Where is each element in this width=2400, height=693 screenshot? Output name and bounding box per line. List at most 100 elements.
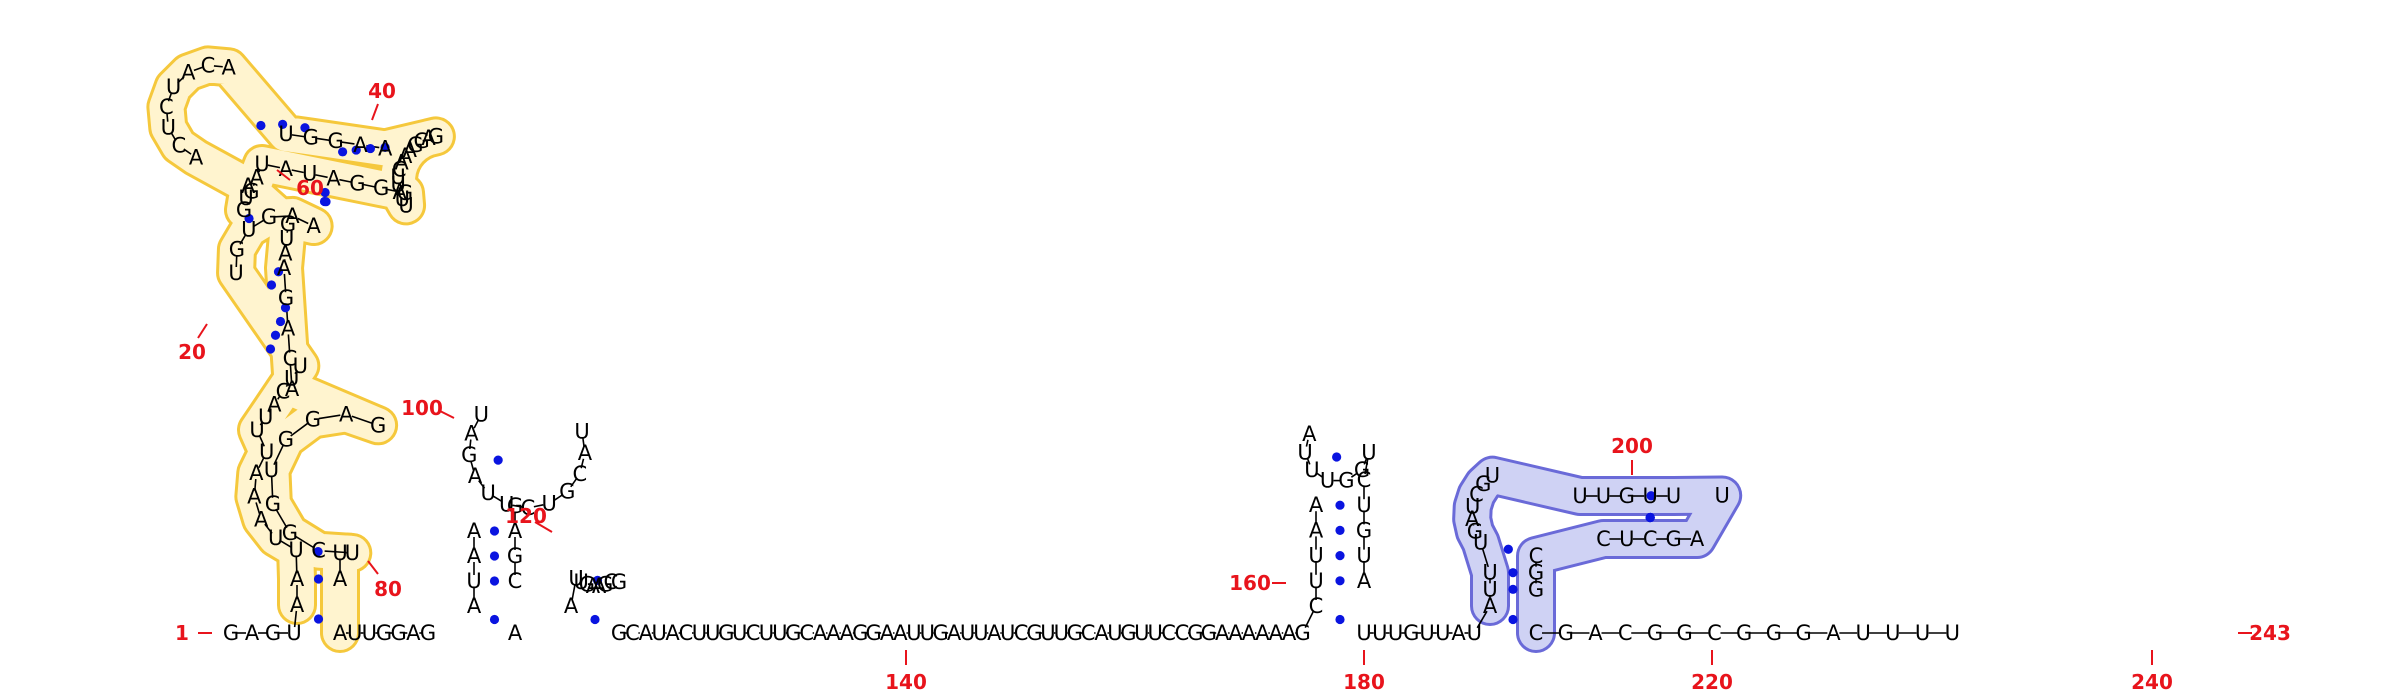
nucleotide: C (171, 134, 186, 158)
backbone-link (258, 456, 265, 469)
nucleotide: A (285, 204, 300, 228)
base-pair-dot (590, 614, 600, 625)
nucleotide: U (542, 492, 557, 516)
nucleotide: U (1356, 621, 1371, 645)
nucleotide: G (1475, 472, 1491, 496)
nucleotide: C (1707, 621, 1722, 645)
base-pair-dot (1335, 551, 1345, 561)
backbone-link (315, 174, 328, 179)
nucleotide: G (785, 621, 801, 645)
nucleotide: U (279, 227, 294, 251)
backbone-link (291, 134, 305, 138)
base-pair-dot (278, 119, 288, 129)
backbone-link (294, 370, 298, 375)
nucleotide: A (281, 316, 296, 340)
nucleotide: U (345, 541, 360, 565)
nucleotide: C (1309, 594, 1324, 618)
nucleotide: U (347, 621, 362, 645)
nucleotide: C (201, 53, 216, 77)
nucleotide: A (1215, 621, 1230, 645)
nucleotide: U (1465, 495, 1480, 519)
backbone-link (170, 132, 177, 141)
nucleotide: U (960, 621, 975, 645)
backbone-link (386, 188, 400, 193)
nucleotide: A (278, 241, 293, 265)
backbone-link (294, 535, 314, 549)
backbone-link (533, 504, 544, 508)
base-pair-dot (244, 213, 254, 224)
nucleotide: A (665, 621, 680, 645)
nucleotide: G (461, 443, 477, 467)
nucleotide: U (920, 621, 935, 645)
nucleotide: U (1372, 621, 1387, 645)
nucleotide: C (1596, 527, 1611, 551)
base-pair-dot (1503, 544, 1513, 554)
nucleotide: C (283, 347, 298, 371)
base-pair-dot (320, 187, 330, 198)
base-pair-dot (489, 551, 500, 561)
nucleotide: U (395, 187, 410, 211)
nucleotide: U (1308, 569, 1323, 593)
nucleotide: C (799, 621, 814, 645)
nucleotide: U (390, 165, 405, 189)
base-pair-dot (1508, 568, 1518, 578)
backbone-link (341, 141, 355, 145)
nucleotide: A (467, 594, 482, 618)
nucleotide: A (247, 485, 262, 509)
nucleotide: U (254, 152, 269, 176)
nucleotide: U (1134, 621, 1149, 645)
backbone-link (580, 458, 585, 469)
nucleotide: A (290, 593, 305, 617)
nucleotide: A (222, 55, 237, 79)
base-pair-dot (1335, 576, 1345, 586)
nucleotide: G (579, 573, 595, 597)
nucleotide: C (276, 380, 291, 404)
nucleotide: A (353, 133, 368, 157)
nucleotide: U (481, 481, 496, 505)
nucleotide: U (1485, 464, 1500, 488)
nucleotide: C (572, 462, 587, 486)
nucleotide: U (286, 621, 301, 645)
backbone-link (478, 480, 486, 489)
backbone-link (270, 476, 274, 498)
backbone-link (469, 439, 472, 450)
base-pair-dot (592, 575, 603, 585)
nucleotide: G (611, 621, 627, 645)
nucleotide: G (370, 413, 386, 437)
nucleotide: A (403, 138, 418, 162)
nucleotide: G (611, 570, 627, 594)
nucleotide: G (282, 521, 298, 545)
backbone-link (324, 550, 347, 554)
nucleotide: G (933, 621, 949, 645)
nucleotide: G (414, 129, 430, 153)
highlight-layer (146, 45, 1743, 653)
nucleotide: G (1619, 484, 1635, 508)
nucleotide: G (373, 176, 389, 200)
nucleotide: U (568, 567, 583, 591)
backbone-link (351, 415, 373, 425)
backbone-link (1481, 548, 1489, 568)
nucleotide: A (421, 126, 436, 150)
backbone-link (339, 178, 352, 183)
nucleotide: G (1528, 561, 1544, 585)
nucleotide: G (1796, 621, 1812, 645)
nucleotide: G (1067, 621, 1083, 645)
nucleotide: A (1269, 621, 1284, 645)
backbone-link (289, 364, 293, 383)
nucleotide: U (288, 538, 303, 562)
nucleotide: G (1528, 577, 1544, 601)
nucleotide: G (243, 179, 259, 203)
nucleotide: G (1665, 527, 1681, 551)
backbone-link (254, 478, 257, 491)
nucleotide: A (406, 621, 421, 645)
base-pair-dot (275, 316, 286, 327)
nucleotide: G (1356, 518, 1372, 542)
nucleotide: U (1715, 483, 1730, 507)
nucleotide: G (278, 428, 294, 452)
backbone-link (193, 66, 203, 72)
nucleotide: A (467, 544, 482, 568)
index-label-80: 80 (374, 577, 402, 601)
nucleotide: A (267, 392, 282, 416)
backbone-link (318, 414, 341, 420)
nucleotide: C (1529, 544, 1544, 568)
